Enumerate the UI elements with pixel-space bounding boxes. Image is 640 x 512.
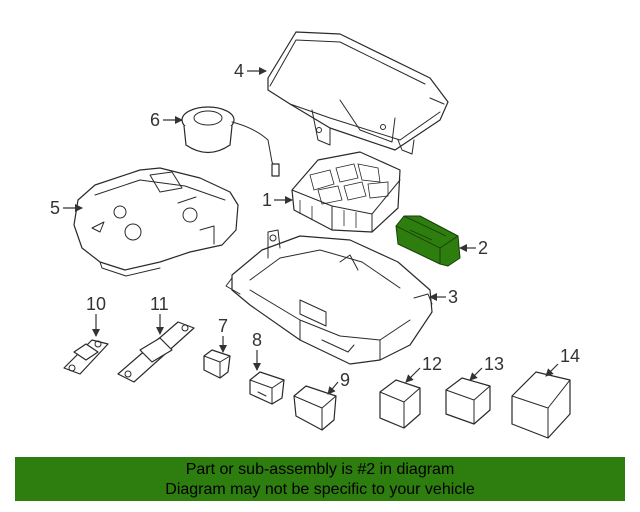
svg-text:9: 9	[340, 370, 350, 390]
callout-8: 8	[252, 330, 262, 371]
svg-text:4: 4	[234, 61, 244, 81]
callout-9: 9	[327, 370, 350, 395]
part-7-relay[interactable]	[203, 349, 231, 379]
part-11-fuse[interactable]	[117, 321, 195, 383]
info-banner: Part or sub-assembly is #2 in diagram Di…	[15, 457, 625, 501]
svg-text:2: 2	[478, 238, 488, 258]
part-13-relay[interactable]	[445, 377, 491, 425]
callout-5: 5	[50, 198, 83, 218]
svg-text:8: 8	[252, 330, 262, 350]
callout-10: 10	[86, 294, 106, 337]
banner-line-1: Part or sub-assembly is #2 in diagram	[185, 461, 455, 478]
callout-12: 12	[405, 354, 442, 383]
callout-7: 7	[218, 316, 228, 353]
part-2-highlighted[interactable]	[395, 215, 461, 267]
part-9-holder[interactable]	[293, 385, 337, 431]
svg-text:5: 5	[50, 198, 60, 218]
part-5-housing[interactable]	[73, 167, 239, 277]
svg-text:11: 11	[150, 294, 169, 314]
callout-14: 14	[545, 346, 580, 377]
svg-text:10: 10	[86, 294, 106, 314]
callout-13: 13	[469, 354, 504, 381]
part-14-relay[interactable]	[511, 371, 571, 439]
part-12-relay[interactable]	[379, 379, 421, 429]
svg-text:14: 14	[560, 346, 580, 366]
callout-1: 1	[262, 190, 293, 210]
svg-text:6: 6	[150, 110, 160, 130]
part-3-tray[interactable]	[225, 229, 433, 365]
callout-11: 11	[150, 294, 169, 335]
svg-text:3: 3	[448, 287, 458, 307]
banner-line-2: Diagram may not be specific to your vehi…	[165, 481, 475, 498]
part-1-fuse-block[interactable]	[291, 151, 401, 233]
callout-6: 6	[150, 110, 183, 130]
part-10-fuse[interactable]	[63, 339, 109, 375]
part-8-holder[interactable]	[249, 371, 285, 405]
callout-2: 2	[459, 238, 488, 258]
exploded-parts-diagram: 4 6 5 1 2 3 10 11 7 8 9 12	[50, 31, 580, 439]
callout-3: 3	[429, 287, 458, 307]
callout-4: 4	[234, 61, 267, 81]
part-4-cover[interactable]	[267, 31, 449, 155]
svg-text:7: 7	[218, 316, 228, 336]
part-6-connector[interactable]	[181, 106, 280, 177]
svg-text:13: 13	[484, 354, 504, 374]
svg-text:1: 1	[262, 190, 272, 210]
svg-text:12: 12	[422, 354, 442, 374]
